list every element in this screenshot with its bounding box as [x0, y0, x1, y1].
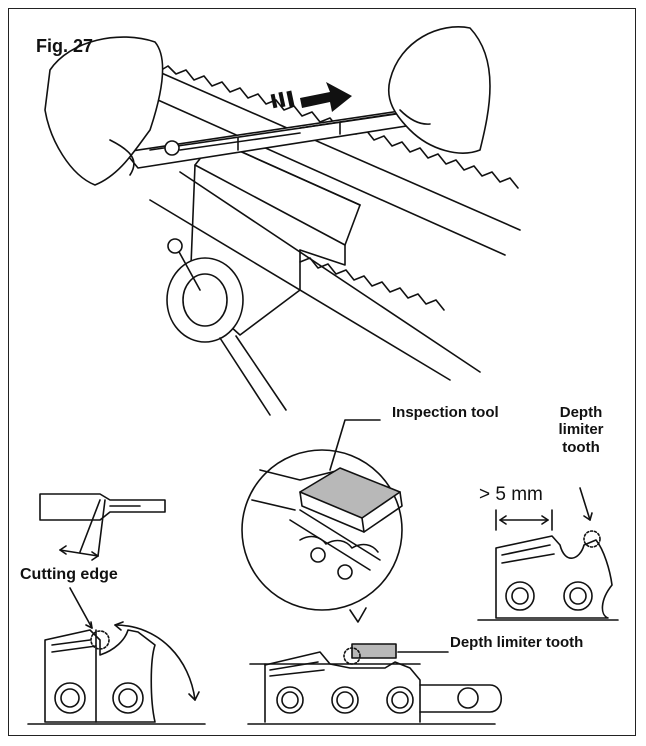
motion-arrow [270, 82, 352, 112]
inspection-tool-label: Inspection tool [392, 404, 499, 421]
right-hand [388, 26, 491, 154]
cutting-edge-label: Cutting edge [20, 566, 118, 583]
depth-limiter-tooth-label-bottom: Depth limiter tooth [450, 634, 584, 651]
magnifier-circle [241, 449, 403, 623]
vise [166, 139, 361, 416]
file-side-view [39, 493, 166, 561]
figure-label: Fig. 27 [36, 36, 94, 56]
depth-limiter-tooth-view [477, 487, 619, 621]
depth-limiter-tooth-label-top: Depth limiter tooth [558, 404, 604, 456]
chain-middle [247, 643, 503, 725]
cutting-tooth-left [27, 587, 206, 725]
distance-label: > 5 mm [479, 484, 543, 505]
inspection-tool-3d [299, 419, 403, 533]
left-hand [44, 36, 164, 186]
